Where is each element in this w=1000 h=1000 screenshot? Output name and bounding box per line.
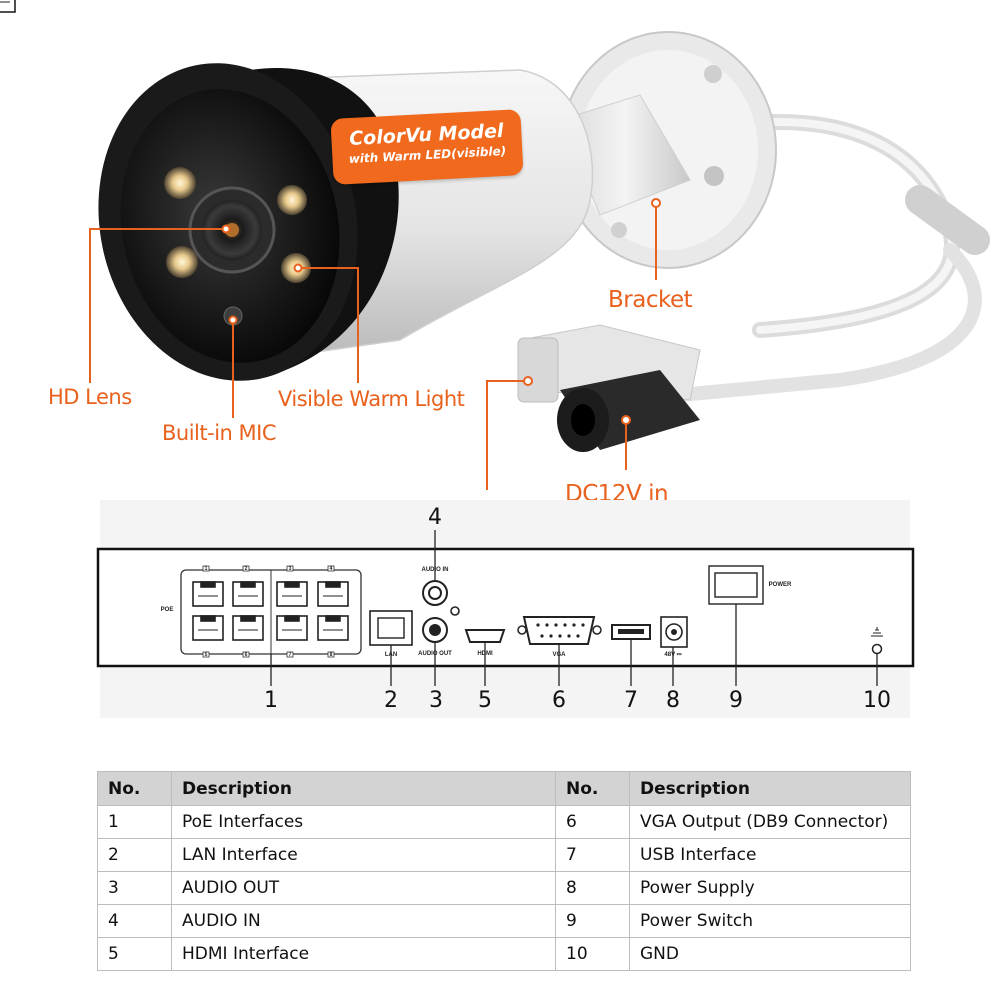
- number-4: 4: [428, 505, 442, 530]
- port-number: 4: [329, 566, 333, 572]
- port-number: 5: [204, 652, 208, 658]
- poe-label: POE: [160, 607, 174, 613]
- number-7: 7: [624, 688, 638, 713]
- screw-hole: [704, 166, 724, 186]
- table-cell: AUDIO IN: [171, 904, 556, 938]
- table-row: 3 AUDIO OUT 8 Power Supply: [97, 871, 911, 905]
- power-switch: [708, 565, 764, 605]
- lan-label: LAN: [384, 652, 398, 658]
- table-cell: AUDIO OUT: [171, 871, 556, 905]
- table-cell: VGA Output (DB9 Connector): [629, 805, 911, 839]
- colorvu-badge: ColorVu Model with Warm LED(visible): [330, 109, 524, 185]
- leader-lines: [270, 530, 878, 686]
- hdmi-port: [464, 629, 506, 643]
- number-8: 8: [666, 688, 680, 713]
- gnd-terminal: [871, 643, 883, 655]
- table-cell: HDMI Interface: [171, 937, 556, 971]
- table-cell: PoE Interfaces: [171, 805, 556, 839]
- table-cell: LAN Interface: [171, 838, 556, 872]
- table-header-row: No. Description No. Description: [97, 771, 911, 806]
- table-cell: 9: [555, 904, 630, 938]
- table-cell: 10: [555, 937, 630, 971]
- usb-port: [611, 624, 651, 640]
- warm-led: [277, 185, 307, 215]
- header-description: Description: [171, 771, 556, 806]
- callout-lines: [89, 203, 657, 490]
- table-cell: 6: [555, 805, 630, 839]
- table-cell: 3: [97, 871, 172, 905]
- header-no: No.: [555, 771, 630, 806]
- number-2: 2: [384, 688, 398, 713]
- port-number: 3: [288, 566, 292, 572]
- camera-illustration: [89, 31, 990, 490]
- number-10: 10: [863, 688, 891, 713]
- callout-hd-lens: HD Lens: [48, 385, 132, 409]
- callout-visible-warm-light: Visible Warm Light: [278, 387, 465, 411]
- header-description: Description: [629, 771, 911, 806]
- vga-label: VGA: [552, 652, 566, 658]
- table-cell: Power Supply: [629, 871, 911, 905]
- port-number: 8: [329, 652, 333, 658]
- ground-icon: [871, 627, 883, 637]
- dc-power-jack: [660, 616, 688, 648]
- audio-out-jack: [422, 617, 448, 643]
- audio-in-label: AUDIO IN: [421, 567, 449, 573]
- callout-dots: [221, 198, 661, 425]
- port-number: 6: [244, 652, 248, 658]
- table-row: 4 AUDIO IN 9 Power Switch: [97, 904, 911, 938]
- vga-port: [522, 616, 596, 645]
- header-no: No.: [97, 771, 172, 806]
- port-number: 2: [244, 566, 248, 572]
- number-6: 6: [552, 688, 566, 713]
- table-cell: Power Switch: [629, 904, 911, 938]
- callout-built-in-mic: Built-in MIC: [162, 421, 277, 445]
- screw-hole: [611, 222, 627, 238]
- table-cell: 1: [97, 805, 172, 839]
- poe-block: [180, 569, 362, 655]
- warm-led: [166, 246, 198, 278]
- nvr-chassis: [96, 547, 915, 668]
- hdmi-label: HDMI: [477, 651, 493, 657]
- table-cell: 4: [97, 904, 172, 938]
- callout-bracket: Bracket: [608, 287, 693, 313]
- table-row: 2 LAN Interface 7 USB Interface: [97, 838, 911, 872]
- audio-out-label: AUDIO OUT: [418, 651, 452, 657]
- number-9: 9: [729, 688, 743, 713]
- lan-port: [369, 610, 413, 646]
- warm-led: [164, 167, 196, 199]
- number-1: 1: [264, 688, 278, 713]
- audio-in-jack: [422, 580, 448, 606]
- table-cell: GND: [629, 937, 911, 971]
- table-cell: 8: [555, 871, 630, 905]
- table-cell: 2: [97, 838, 172, 872]
- port-number: 7: [288, 652, 292, 658]
- interface-table: No. Description No. Description 1 PoE In…: [97, 771, 911, 971]
- table-row: 1 PoE Interfaces 6 VGA Output (DB9 Conne…: [97, 805, 911, 839]
- port-number: 1: [204, 566, 208, 572]
- power-supply-label: 48V ⎓: [664, 652, 682, 658]
- callout-dc-in: DC12V in: [565, 481, 669, 503]
- table-cell: USB Interface: [629, 838, 911, 872]
- power-label: POWER: [768, 582, 792, 588]
- table-cell: 5: [97, 937, 172, 971]
- number-5: 5: [478, 688, 492, 713]
- number-3: 3: [429, 688, 443, 713]
- table-cell: 7: [555, 838, 630, 872]
- table-row: 5 HDMI Interface 10 GND: [97, 937, 911, 971]
- screw-hole: [704, 65, 722, 83]
